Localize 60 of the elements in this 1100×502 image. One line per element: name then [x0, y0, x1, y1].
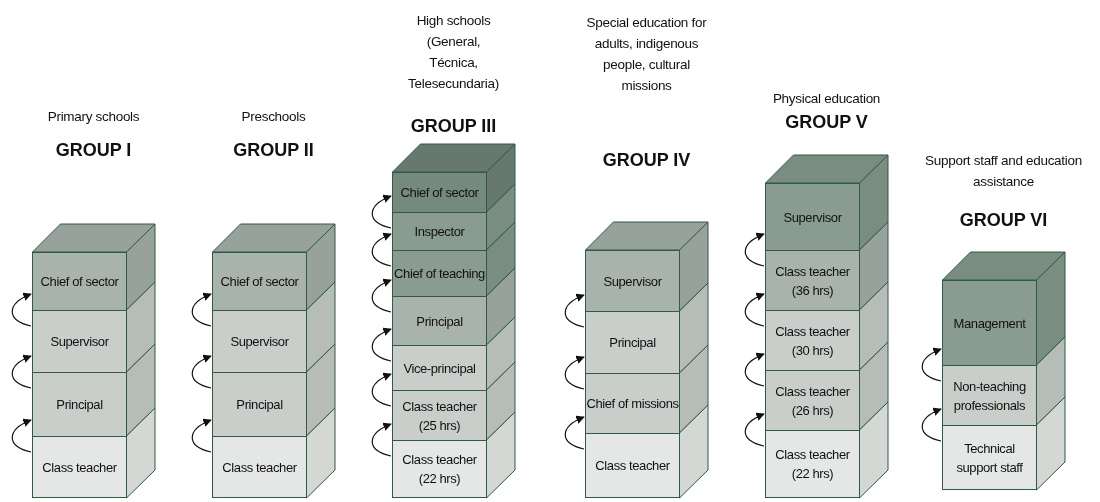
- rank-block: Class teacher: [212, 436, 307, 498]
- curved-arrow: [371, 373, 392, 407]
- rank-block: Class teacher (22 hrs): [392, 440, 487, 498]
- group-description: Special education for adults, indigenous people, cultural missions: [585, 14, 708, 95]
- rank-block: Supervisor: [212, 310, 307, 373]
- curved-arrow: [11, 419, 32, 453]
- curved-arrow: [11, 293, 32, 327]
- rank-block: Class teacher (25 hrs): [392, 390, 487, 441]
- group-heading: GROUP VI: [958, 210, 1049, 231]
- curved-arrow: [371, 233, 392, 267]
- rank-block: Non-teaching professionals: [942, 365, 1037, 426]
- curved-arrow: [921, 408, 942, 442]
- curved-arrow: [191, 419, 212, 453]
- group-description: Physical education: [771, 90, 882, 108]
- curved-arrow: [744, 233, 765, 267]
- group-heading: GROUP I: [54, 140, 133, 161]
- curved-arrow: [564, 294, 585, 328]
- group-heading: GROUP II: [232, 140, 315, 161]
- rank-block: Class teacher (22 hrs): [765, 430, 860, 498]
- rank-block: Technical support staff: [942, 425, 1037, 490]
- curved-arrow: [371, 195, 392, 229]
- rank-block: Chief of missions: [585, 373, 680, 434]
- rank-block: Principal: [392, 296, 487, 346]
- curved-arrow: [191, 293, 212, 327]
- group-heading: GROUP V: [784, 112, 869, 133]
- rank-block: Supervisor: [32, 310, 127, 373]
- group-heading: GROUP IV: [601, 150, 692, 171]
- rank-block: Principal: [212, 372, 307, 437]
- curved-arrow: [744, 293, 765, 327]
- rank-block: Chief of teaching: [392, 250, 487, 297]
- curved-arrow: [191, 355, 212, 389]
- rank-block: Supervisor: [585, 250, 680, 312]
- rank-block: Class teacher: [585, 433, 680, 498]
- rank-block: Principal: [32, 372, 127, 437]
- rank-block: Class teacher (36 hrs): [765, 250, 860, 311]
- curved-arrow: [371, 423, 392, 457]
- curved-arrow: [564, 356, 585, 390]
- curved-arrow: [11, 355, 32, 389]
- rank-block: Class teacher: [32, 436, 127, 498]
- curved-arrow: [371, 279, 392, 313]
- curved-arrow: [921, 348, 942, 382]
- rank-block: Management: [942, 280, 1037, 366]
- rank-block: Supervisor: [765, 183, 860, 251]
- rank-block: Vice-principal: [392, 345, 487, 391]
- group-description: Primary schools: [46, 108, 141, 126]
- rank-block: Chief of sector: [32, 252, 127, 311]
- group-description: Preschools: [240, 108, 307, 126]
- curved-arrow: [744, 353, 765, 387]
- rank-block: Class teacher (30 hrs): [765, 310, 860, 371]
- group-description: Support staff and education assistance: [924, 152, 1083, 191]
- curved-arrow: [371, 328, 392, 362]
- group-heading: GROUP III: [409, 116, 498, 137]
- curved-arrow: [564, 416, 585, 450]
- group-description: High schools (General, Técnica, Telesecundaria): [407, 12, 500, 93]
- rank-block: Chief of sector: [392, 172, 487, 213]
- curved-arrow: [744, 413, 765, 447]
- rank-block: Class teacher (26 hrs): [765, 370, 860, 431]
- rank-block: Chief of sector: [212, 252, 307, 311]
- rank-block: Principal: [585, 311, 680, 374]
- rank-block: Inspector: [392, 212, 487, 251]
